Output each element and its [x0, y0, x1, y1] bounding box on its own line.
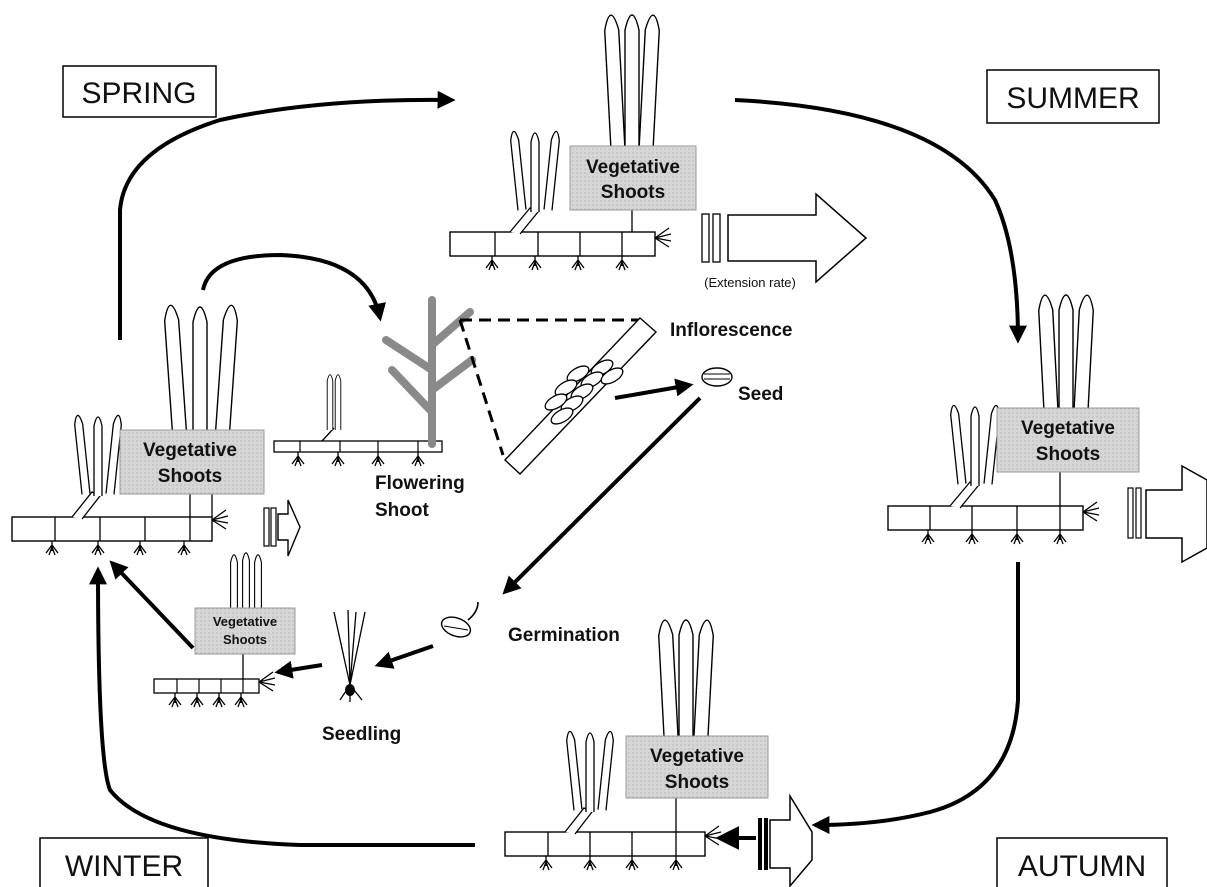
seedling-icon: [333, 609, 366, 702]
seedling-to-young-plant-arrow: [274, 660, 323, 679]
winter-to-spring-arrow: [89, 566, 475, 847]
svg-text:Shoots: Shoots: [601, 182, 665, 203]
svg-text:Shoots: Shoots: [223, 632, 267, 647]
spring-to-flowering-arrow: [201, 252, 386, 322]
season-spring-label: SPRING: [81, 77, 196, 110]
spring-extension-rate-arrow: [263, 499, 301, 557]
summer-extension-rate-arrow: [701, 193, 867, 283]
germination-label: Germination: [508, 625, 620, 646]
flowering-shoot-label-line2: Shoot: [375, 500, 429, 521]
season-autumn-label: AUTUMN: [1018, 850, 1146, 883]
spring-vegetative-shoots-label: Vegetative Shoots: [119, 429, 265, 495]
seed-icon: [701, 367, 733, 387]
inflorescence-to-seed-arrow: [614, 378, 694, 400]
svg-text:Shoots: Shoots: [665, 772, 729, 793]
seed-to-germination-arrow: [502, 396, 702, 595]
svg-text:Vegetative: Vegetative: [650, 746, 744, 767]
extension-rate-label: (Extension rate): [704, 275, 796, 290]
svg-text:Vegetative: Vegetative: [143, 440, 237, 461]
summer-vegetative-shoots-label: Vegetative Shoots: [569, 145, 697, 211]
flowering-shoot-label-line1: Flowering: [375, 473, 465, 494]
right-vegetative-shoots-label: Vegetative Shoots: [996, 407, 1140, 473]
seed-label: Seed: [738, 384, 783, 405]
young-plant-to-spring-arrow: [109, 560, 195, 650]
spring-to-summer-arrow: [118, 90, 456, 340]
young-vegetative-shoots-label: Vegetative Shoots: [194, 607, 296, 655]
svg-text:Vegetative: Vegetative: [1021, 418, 1115, 439]
summer-to-autumn-arrow: [734, 98, 1027, 344]
inflorescence-detail: [504, 317, 658, 475]
young-rhizome-plant: [153, 552, 276, 708]
season-summer-label: SUMMER: [1006, 82, 1139, 115]
autumn-to-autumn-shoot-arrow: [811, 562, 1020, 834]
summer-rhizome-plant: [449, 14, 672, 271]
season-winter-label: WINTER: [65, 850, 183, 883]
germinating-seed-icon: [440, 601, 479, 638]
autumn-rhizome-plant: [504, 619, 722, 871]
spring-rhizome-plant: [11, 304, 240, 556]
seedling-label: Seedling: [322, 724, 401, 745]
season-summer-box: SUMMER: [986, 69, 1160, 124]
season-spring-box: SPRING: [62, 65, 217, 118]
season-winter-box: WINTER: [39, 837, 209, 887]
svg-text:Shoots: Shoots: [158, 466, 222, 487]
flowering-shoot-plant: [273, 296, 476, 467]
right-rhizome-plant: [887, 294, 1100, 545]
inflorescence-label: Inflorescence: [670, 320, 793, 341]
inflorescence-dashed-link: [458, 318, 640, 456]
autumn-extension-rate-arrow: [758, 793, 813, 887]
season-autumn-box: AUTUMN: [996, 837, 1168, 887]
svg-text:Vegetative: Vegetative: [213, 614, 277, 629]
germination-to-seedling-arrow: [374, 644, 434, 669]
svg-text:Vegetative: Vegetative: [586, 157, 680, 178]
autumn-vegetative-shoots-label: Vegetative Shoots: [625, 735, 769, 799]
right-extension-rate-arrow: [1127, 464, 1207, 564]
svg-text:Shoots: Shoots: [1036, 444, 1100, 465]
